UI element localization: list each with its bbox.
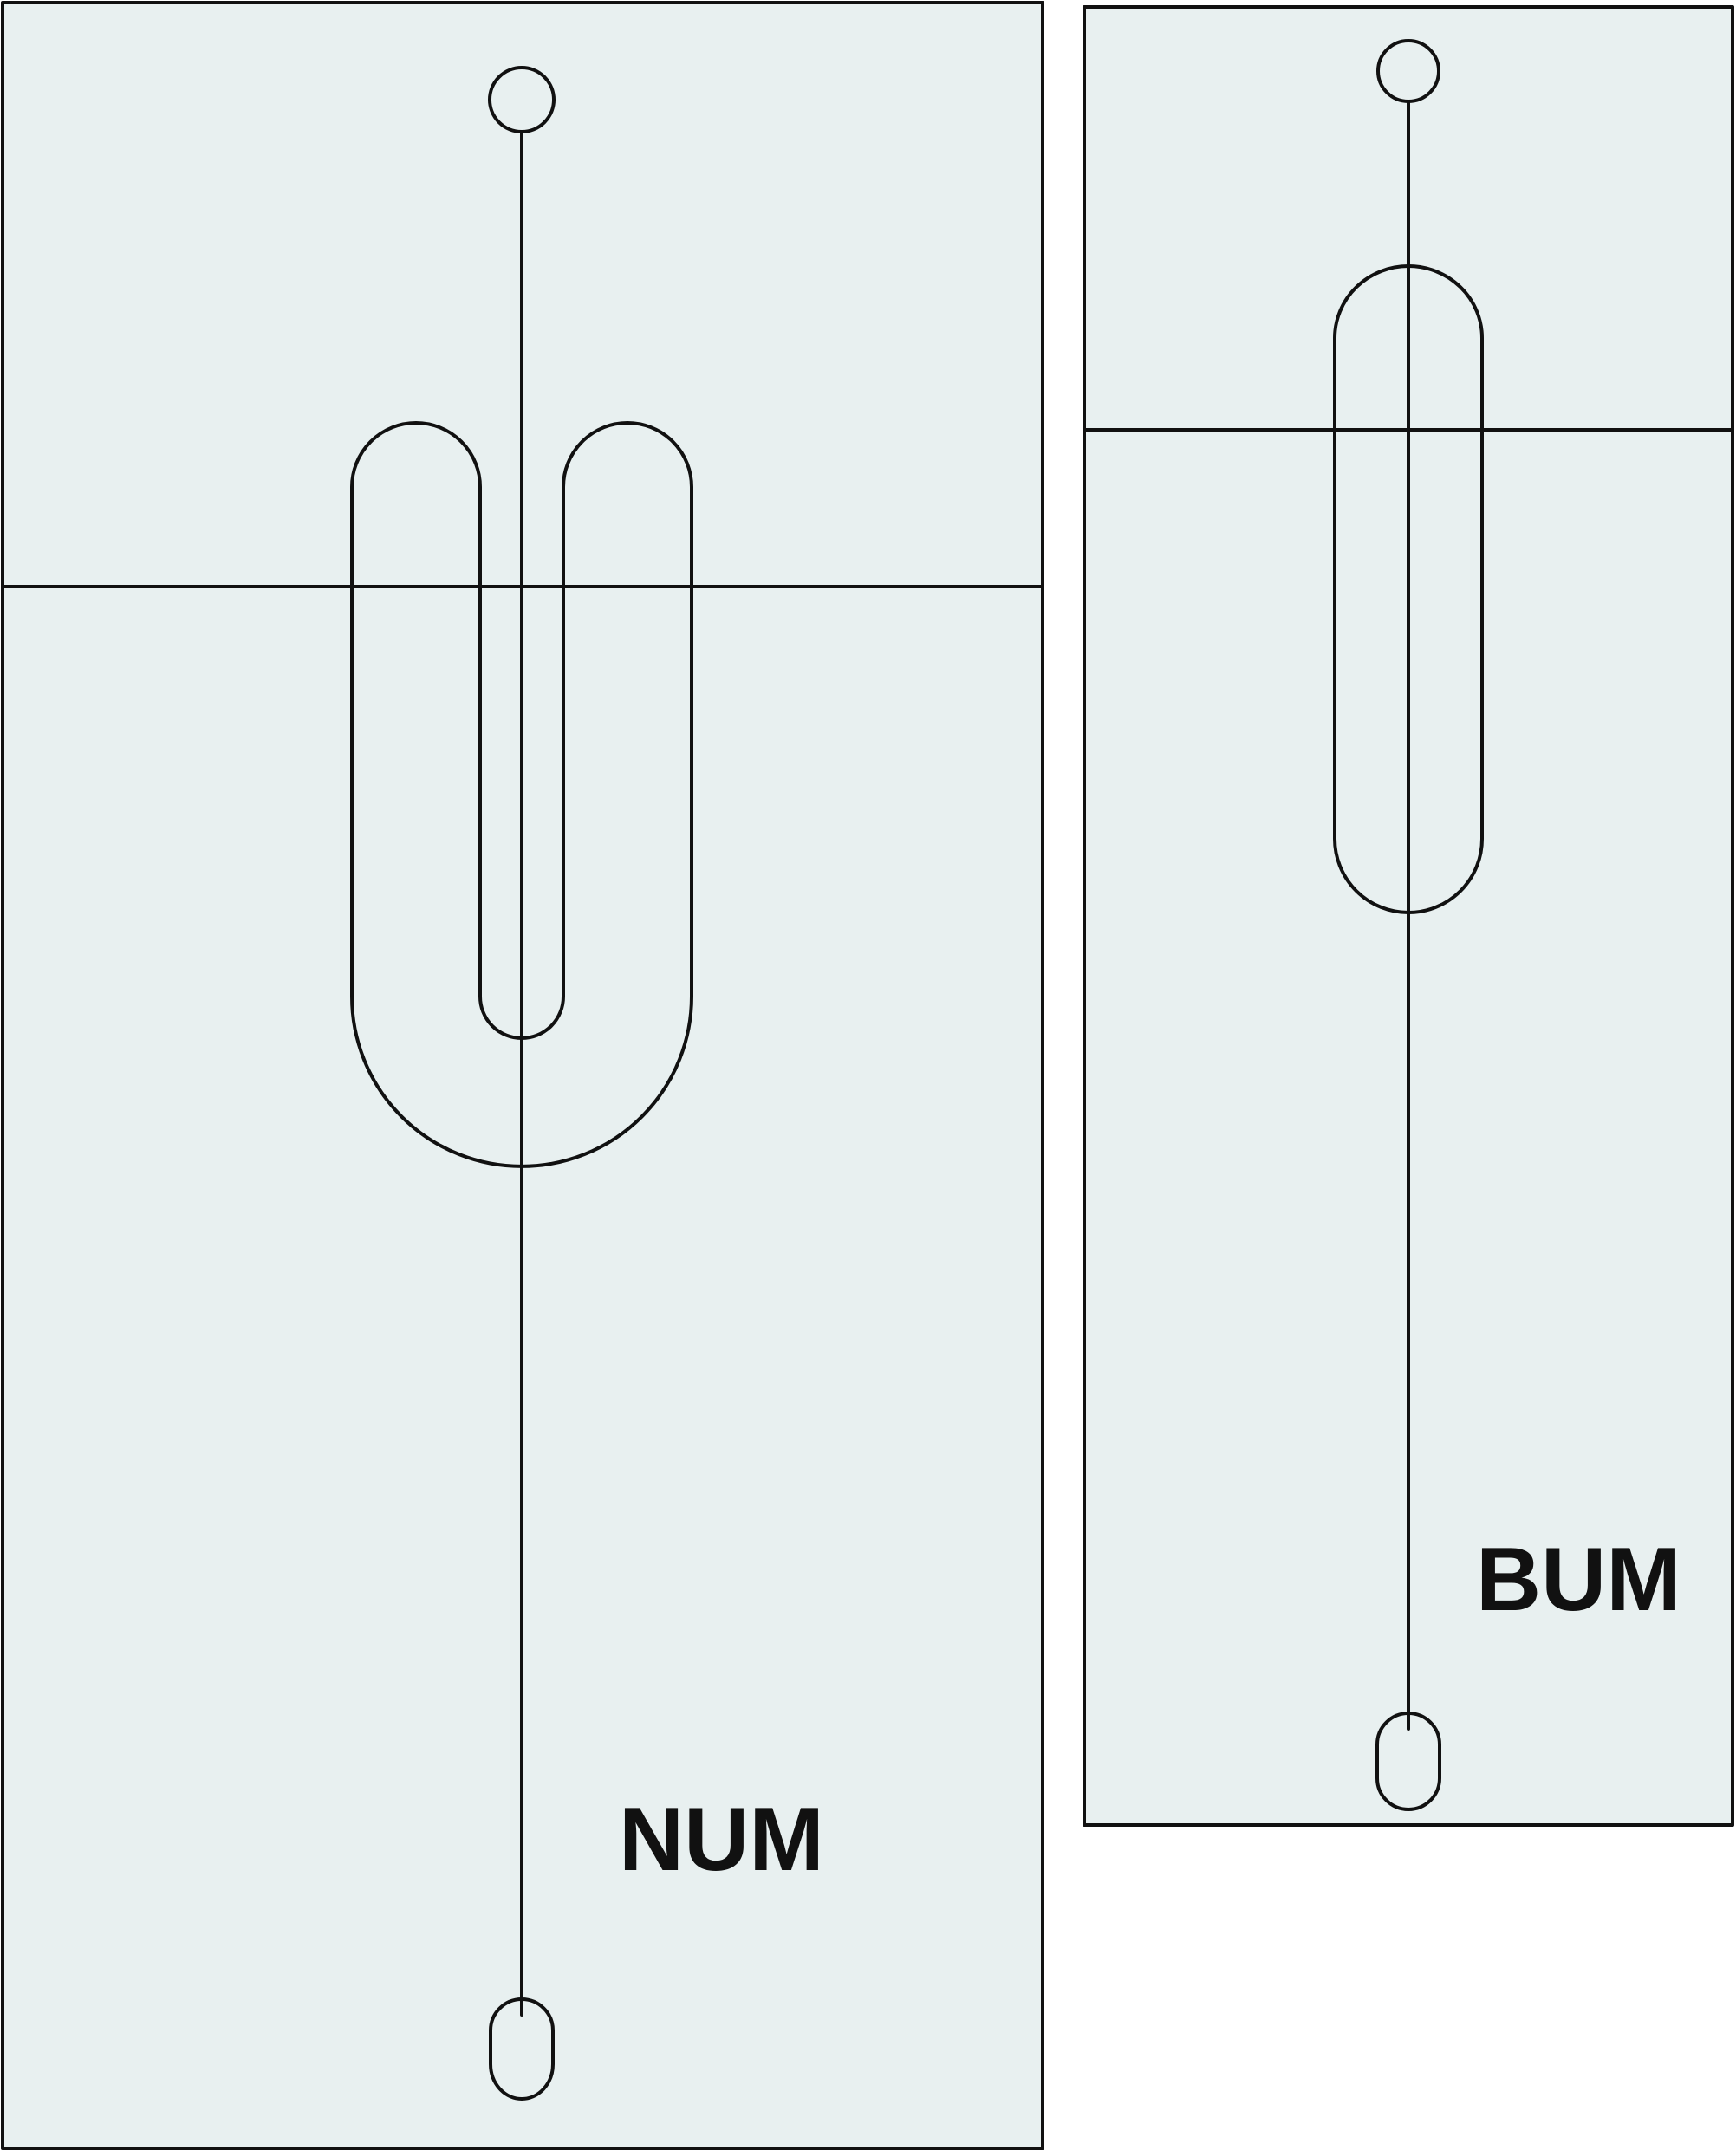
- panel-num-border: [1, 1, 1044, 2150]
- panel-num-bottom-port: [489, 1997, 555, 2101]
- panel-bum-border: [1083, 5, 1734, 1827]
- panel-num-u-channel-outer: [350, 421, 693, 1168]
- panel-num-label: NUM: [619, 1790, 824, 1890]
- panel-num: NUM: [1, 1, 1044, 2150]
- panel-bum-oval-chamber: [1333, 264, 1484, 914]
- panel-bum: BUM: [1083, 5, 1734, 1827]
- panel-bum-label: BUM: [1476, 1530, 1681, 1630]
- panel-bum-bottom-port: [1375, 1712, 1441, 1811]
